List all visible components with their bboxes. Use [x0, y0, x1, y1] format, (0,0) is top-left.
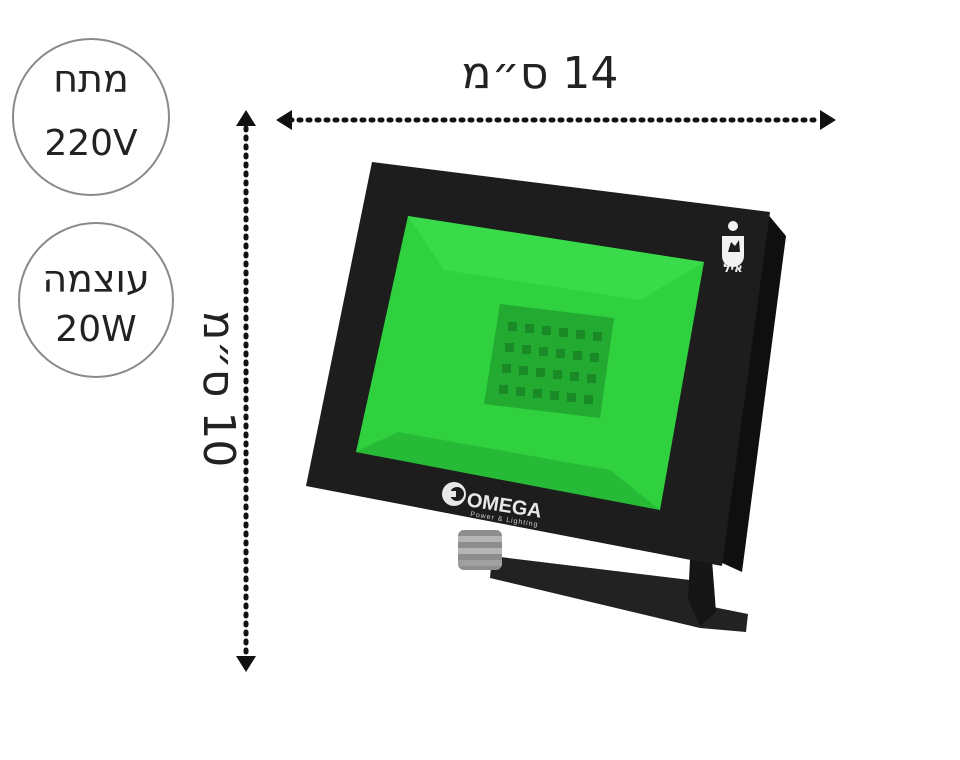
- led-chip: [505, 343, 514, 352]
- led-chip: [573, 351, 582, 360]
- led-chip: [593, 332, 602, 341]
- housing-side: [720, 212, 786, 572]
- led-chip: [508, 322, 517, 331]
- led-chip: [499, 385, 508, 394]
- led-chip: [553, 370, 562, 379]
- led-chip: [584, 395, 593, 404]
- height-dimension-arrow: [236, 110, 256, 672]
- led-chip: [587, 374, 596, 383]
- power-badge: עוצמה 20W: [18, 222, 174, 378]
- width-dimension-label: 14 ס״מ: [461, 48, 619, 99]
- led-chip: [550, 391, 559, 400]
- power-value: 20W: [55, 309, 137, 350]
- arrow-head-down-icon: [236, 656, 256, 672]
- led-chip: [590, 353, 599, 362]
- arrow-head-right-icon: [820, 110, 836, 130]
- power-title: עוצמה: [42, 257, 150, 301]
- mounting-stand: [490, 556, 748, 632]
- led-chip: [525, 324, 534, 333]
- led-chip: [570, 372, 579, 381]
- width-dimension-arrow: [276, 110, 836, 130]
- corner-logo-text: איל: [723, 261, 743, 275]
- voltage-title: מתח: [53, 57, 129, 101]
- led-chip: [522, 345, 531, 354]
- arrow-head-up-icon: [236, 110, 256, 126]
- led-chip: [539, 347, 548, 356]
- voltage-badge: מתח 220V: [12, 38, 170, 196]
- led-chip: [576, 330, 585, 339]
- led-chip: [567, 393, 576, 402]
- led-chip: [516, 387, 525, 396]
- led-chip: [556, 349, 565, 358]
- led-chip: [502, 364, 511, 373]
- led-chip: [533, 389, 542, 398]
- led-chip: [559, 328, 568, 337]
- led-chip: [519, 366, 528, 375]
- eyal-logo: איל: [722, 221, 744, 275]
- led-chip: [536, 368, 545, 377]
- floodlight-image: OMEGA Power & Lighting איל: [306, 162, 786, 632]
- led-chip: [542, 326, 551, 335]
- arrow-head-left-icon: [276, 110, 292, 130]
- omega-logo: OMEGA Power & Lighting: [442, 482, 543, 529]
- voltage-value: 220V: [44, 123, 138, 164]
- cable-gland: [458, 530, 502, 570]
